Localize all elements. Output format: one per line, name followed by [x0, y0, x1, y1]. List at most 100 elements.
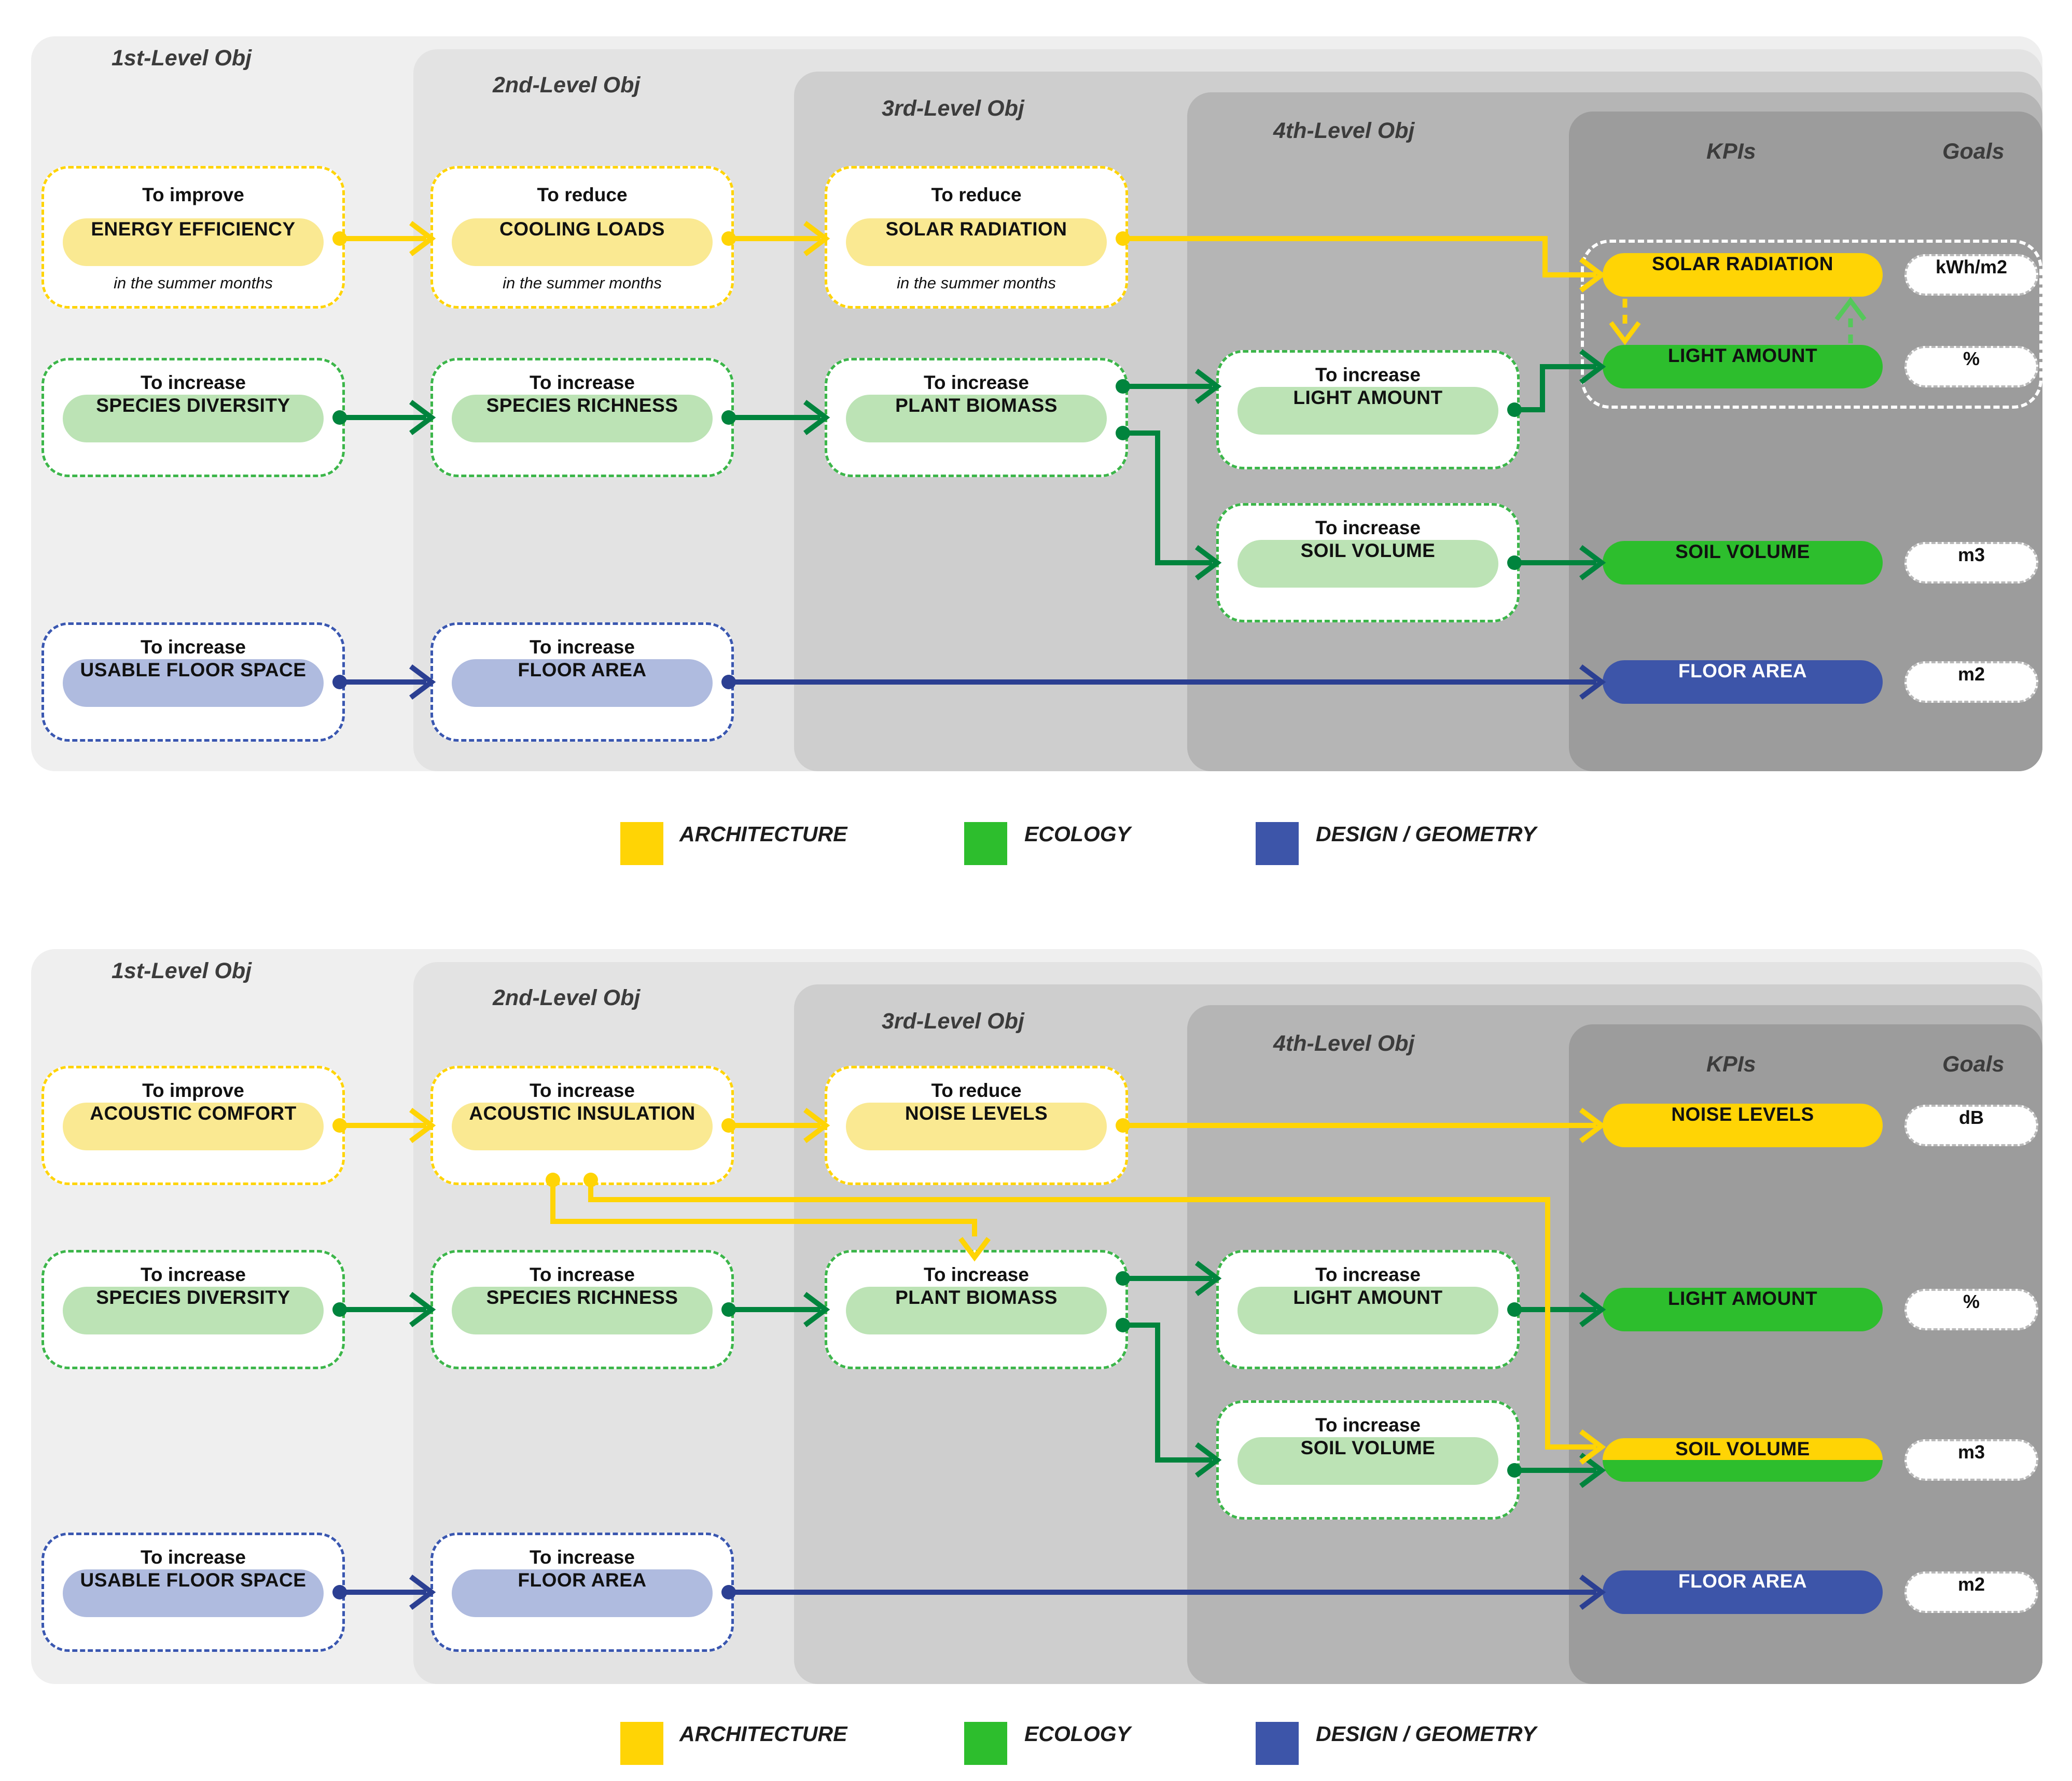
kpi-light-amount: LIGHT AMOUNT — [1603, 345, 1883, 388]
legend-top: ARCHITECTURE ECOLOGY DESIGN / GEOMETRY — [0, 822, 2072, 865]
objective-action: To increase — [141, 1264, 246, 1285]
objective-floor-area: To increase FLOOR AREA — [430, 622, 734, 742]
objective-action: To increase — [1315, 517, 1421, 538]
objective-solar-radiation: To reduce SOLAR RADIATION in the summer … — [825, 166, 1128, 309]
legend-ecology-label: ECOLOGY — [1024, 1722, 1131, 1746]
objective-label: LIGHT AMOUNT — [1237, 387, 1498, 435]
header-level2: 2nd-Level Obj — [493, 985, 641, 1010]
objective-label: USABLE FLOOR SPACE — [63, 1569, 324, 1617]
objective-noise-levels: To reduce NOISE LEVELS — [825, 1066, 1128, 1185]
objective-label: SOIL VOLUME — [1237, 1437, 1498, 1485]
objective-label: SPECIES DIVERSITY — [63, 395, 324, 442]
kpi-noise-levels: NOISE LEVELS — [1603, 1104, 1883, 1147]
objective-energy-efficiency: To improve ENERGY EFFICIENCY in the summ… — [41, 166, 345, 309]
kpi-solar-radiation: SOLAR RADIATION — [1603, 253, 1883, 297]
objective-label: PLANT BIOMASS — [846, 395, 1107, 442]
legend-design-geometry-label: DESIGN / GEOMETRY — [1316, 822, 1537, 846]
header-level3: 3rd-Level Obj — [882, 96, 1024, 121]
header-kpis: KPIs — [1706, 1052, 1756, 1077]
objective-usable-floor-space: To increase USABLE FLOOR SPACE — [41, 622, 345, 742]
objective-action: To increase — [924, 1264, 1029, 1285]
header-level4: 4th-Level Obj — [1273, 118, 1415, 143]
kpi-interaction-group — [1581, 240, 2042, 409]
header-level1: 1st-Level Obj — [112, 46, 252, 71]
objective-action: To reduce — [537, 184, 628, 205]
objective-note: in the summer months — [503, 274, 662, 292]
objective-action: To increase — [141, 636, 246, 658]
header-goals: Goals — [1942, 139, 2005, 164]
objective-plant-biomass: To increase PLANT BIOMASS — [825, 358, 1128, 477]
legend-ecology-label: ECOLOGY — [1024, 822, 1131, 846]
objective-species-diversity: To increase SPECIES DIVERSITY — [41, 358, 345, 477]
objective-species-richness: To increase SPECIES RICHNESS — [430, 358, 734, 477]
objective-action: To improve — [142, 184, 244, 205]
objective-action: To increase — [141, 372, 246, 393]
goal-soil-volume: m3 — [1904, 1439, 2038, 1481]
legend-ecology-swatch — [964, 1722, 1007, 1765]
objective-floor-area: To increase FLOOR AREA — [430, 1533, 734, 1652]
objective-label: FLOOR AREA — [452, 659, 713, 707]
objective-action: To increase — [530, 372, 635, 393]
kpi-soil-volume: SOIL VOLUME — [1603, 1438, 1883, 1482]
goal-soil-volume: m3 — [1904, 542, 2038, 583]
kpi-soil-volume: SOIL VOLUME — [1603, 541, 1883, 585]
objective-action: To reduce — [931, 184, 1022, 205]
header-goals: Goals — [1942, 1052, 2005, 1077]
header-level1: 1st-Level Obj — [112, 958, 252, 983]
legend-bottom: ARCHITECTURE ECOLOGY DESIGN / GEOMETRY — [0, 1722, 2072, 1765]
objective-soil-volume: To increase SOIL VOLUME — [1216, 1400, 1520, 1520]
header-kpis: KPIs — [1706, 139, 1756, 164]
objective-label: PLANT BIOMASS — [846, 1287, 1107, 1334]
legend-architecture-swatch — [620, 822, 663, 865]
objective-usable-floor-space: To increase USABLE FLOOR SPACE — [41, 1533, 345, 1652]
objective-label: NOISE LEVELS — [846, 1103, 1107, 1150]
objective-plant-biomass: To increase PLANT BIOMASS — [825, 1250, 1128, 1369]
objective-action: To increase — [530, 1264, 635, 1285]
goal-solar-radiation: kWh/m2 — [1904, 254, 2038, 296]
header-level2: 2nd-Level Obj — [493, 73, 641, 98]
legend-architecture-swatch — [620, 1722, 663, 1765]
objective-label: SOIL VOLUME — [1237, 540, 1498, 588]
objective-label: SPECIES DIVERSITY — [63, 1287, 324, 1334]
objective-light-amount: To increase LIGHT AMOUNT — [1216, 350, 1520, 469]
legend-design-geometry-swatch — [1256, 822, 1299, 865]
objective-label: ACOUSTIC INSULATION — [452, 1103, 713, 1150]
kpi-light-amount: LIGHT AMOUNT — [1603, 1288, 1883, 1331]
objective-soil-volume: To increase SOIL VOLUME — [1216, 503, 1520, 622]
objective-species-richness: To increase SPECIES RICHNESS — [430, 1250, 734, 1369]
legend-design-geometry-label: DESIGN / GEOMETRY — [1316, 1722, 1537, 1746]
header-level3: 3rd-Level Obj — [882, 1009, 1024, 1034]
objective-light-amount: To increase LIGHT AMOUNT — [1216, 1250, 1520, 1369]
kpi-floor-area: FLOOR AREA — [1603, 1570, 1883, 1614]
header-level4: 4th-Level Obj — [1273, 1031, 1415, 1056]
objective-action: To increase — [530, 636, 635, 658]
objective-action: To increase — [924, 372, 1029, 393]
legend-architecture-label: ARCHITECTURE — [679, 822, 847, 846]
objective-label: LIGHT AMOUNT — [1237, 1287, 1498, 1334]
objective-acoustic-comfort: To improve ACOUSTIC COMFORT — [41, 1066, 345, 1185]
objective-action: To increase — [530, 1547, 635, 1568]
legend-ecology-swatch — [964, 822, 1007, 865]
goal-noise-levels: dB — [1904, 1105, 2038, 1146]
kpi-floor-area: FLOOR AREA — [1603, 660, 1883, 704]
legend-design-geometry-swatch — [1256, 1722, 1299, 1765]
objective-label: USABLE FLOOR SPACE — [63, 659, 324, 707]
objective-label: ACOUSTIC COMFORT — [63, 1103, 324, 1150]
objective-action: To increase — [1315, 364, 1421, 385]
objective-note: in the summer months — [114, 274, 273, 292]
objective-label: COOLING LOADS — [452, 218, 713, 266]
goal-floor-area: m2 — [1904, 661, 2038, 703]
objective-note: in the summer months — [897, 274, 1056, 292]
goal-floor-area: m2 — [1904, 1571, 2038, 1613]
legend-architecture-label: ARCHITECTURE — [679, 1722, 847, 1746]
objective-action: To increase — [1315, 1414, 1421, 1436]
objective-cooling-loads: To reduce COOLING LOADS in the summer mo… — [430, 166, 734, 309]
objective-action: To increase — [530, 1080, 635, 1101]
objective-acoustic-insulation: To increase ACOUSTIC INSULATION — [430, 1066, 734, 1185]
goal-light-amount: % — [1904, 1289, 2038, 1330]
objective-label: SOLAR RADIATION — [846, 218, 1107, 266]
objective-label: FLOOR AREA — [452, 1569, 713, 1617]
objective-action: To reduce — [931, 1080, 1022, 1101]
objective-label: ENERGY EFFICIENCY — [63, 218, 324, 266]
